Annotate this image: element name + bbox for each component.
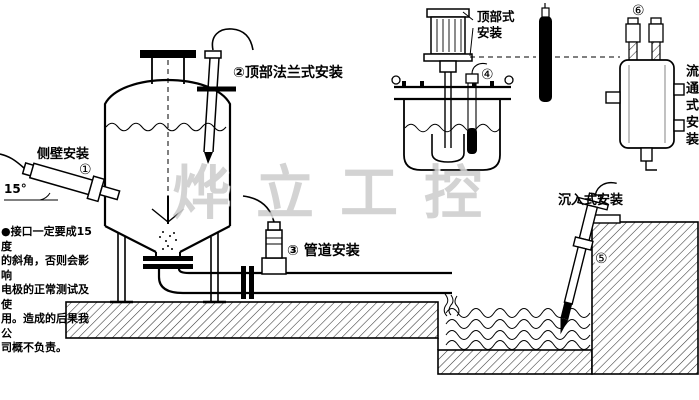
top-flange-label: ②顶部法兰式安装 (233, 65, 343, 81)
flow-number-badge: ⑥ (632, 3, 645, 19)
flow-label: 流通式安装 (683, 64, 698, 149)
spray-dots (159, 231, 177, 250)
top-mount-number-badge: ④ (481, 67, 494, 83)
note-line: 的斜角，否则会影响 (1, 254, 89, 282)
immersion-number-badge: ⑤ (594, 251, 609, 267)
note-line: 司概不负责。 (1, 341, 67, 354)
immersion-electrode (560, 182, 621, 335)
pipeline-label: ③ 管道安装 (287, 243, 360, 259)
outlet-pipe (157, 266, 452, 299)
note-line: 电极的正常测试及使 (1, 283, 89, 311)
angle-warning-note: ●接口一定要成15度 的斜角，否则会影响 电极的正常测试及使 用。造成的后果我公… (1, 225, 99, 356)
side-wall-label: 侧壁安装 (37, 147, 90, 162)
immersion-label: 沉入式安装 (558, 193, 624, 208)
note-line: 用。造成的后果我公 (1, 312, 89, 340)
reference-electrode (470, 3, 620, 102)
flow-cell (605, 17, 685, 171)
side-wall-electrode (0, 153, 121, 203)
pipeline-electrode (242, 195, 287, 275)
side-wall-number-badge: ① (79, 162, 92, 178)
angle-label: 15° (4, 182, 27, 196)
note-line: ●接口一定要成15度 (1, 225, 92, 253)
top-mount-label: 顶部式 安装 (477, 9, 515, 41)
top-mount-label-line2: 安装 (477, 25, 503, 40)
top-flange-electrode (197, 28, 254, 164)
ground-hatching (65, 221, 699, 375)
top-mount-vessel (391, 8, 514, 171)
top-mount-label-line1: 顶部式 (477, 9, 515, 24)
